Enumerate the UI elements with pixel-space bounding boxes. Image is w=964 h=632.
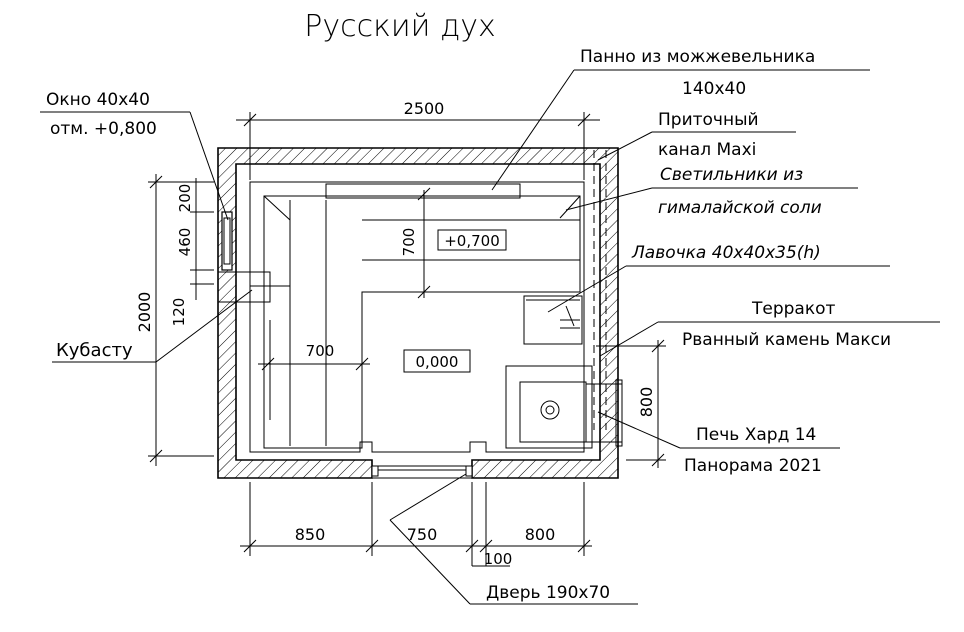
stove (505, 365, 623, 449)
kubastu-block (217, 271, 290, 303)
svg-text:120: 120 (170, 298, 188, 327)
callout-window: Окно 40х40 отм. +0,800 (40, 90, 229, 221)
svg-text:2500: 2500 (404, 99, 445, 118)
svg-text:Окно 40х40: Окно 40х40 (46, 90, 150, 110)
svg-text:+0,700: +0,700 (444, 232, 500, 250)
callout-bench: Лавочка 40х40х35(h) (547, 243, 890, 313)
svg-text:Приточный: Приточный (658, 110, 759, 130)
svg-text:Терракот: Терракот (751, 299, 836, 319)
dim-bench-700-horizontal: 700 (258, 342, 370, 371)
svg-text:Рванный камень Макси: Рванный камень Макси (682, 330, 891, 350)
svg-text:Лавочка 40х40х35(h): Лавочка 40х40х35(h) (631, 243, 821, 263)
dim-bench-700-vertical: 700 (400, 187, 431, 299)
svg-text:700: 700 (306, 342, 335, 360)
svg-text:2000: 2000 (135, 292, 154, 333)
svg-text:Панно из можжевельника: Панно из можжевельника (580, 47, 815, 67)
callout-stove: Печь Хард 14 Панорама 2021 (597, 411, 840, 476)
dim-bottom: 850 750 800 100 (240, 482, 592, 568)
svg-text:канал Maxi: канал Maxi (658, 140, 756, 160)
dim-2000: 2000 (135, 174, 214, 466)
dim-stove-800: 800 (596, 339, 666, 468)
callout-vent: Приточный канал Maxi (597, 110, 796, 161)
svg-text:Светильники из: Светильники из (660, 165, 803, 185)
svg-text:Дверь 190х70: Дверь 190х70 (486, 583, 610, 603)
svg-text:0,000: 0,000 (416, 353, 459, 371)
juniper-panel (325, 183, 521, 199)
callout-lights: Светильники из гималайской соли (565, 165, 858, 218)
door-opening (371, 465, 473, 479)
dim-window: 200 460 120 (170, 178, 214, 326)
vent-channel (593, 150, 607, 430)
callout-panel: Панно из можжевельника 140х40 (491, 47, 870, 191)
svg-text:отм. +0,800: отм. +0,800 (50, 119, 157, 139)
callout-terracot: Терракот Рванный камень Макси (599, 299, 940, 357)
plan-title: Русский дух (304, 9, 496, 44)
inner-lining (249, 181, 585, 453)
svg-text:Панорама 2021: Панорама 2021 (684, 456, 822, 476)
svg-text:Кубасту: Кубасту (56, 340, 133, 361)
svg-text:200: 200 (176, 184, 194, 213)
svg-text:140х40: 140х40 (682, 79, 746, 99)
svg-text:гималайской соли: гималайской соли (658, 198, 822, 218)
svg-text:100: 100 (484, 550, 513, 568)
svg-text:750: 750 (407, 525, 438, 544)
window (221, 211, 233, 271)
svg-text:800: 800 (637, 387, 656, 418)
upper-bench-level: +0,700 (437, 229, 507, 251)
svg-text:850: 850 (295, 525, 326, 544)
svg-text:800: 800 (525, 525, 556, 544)
callout-door: Дверь 190х70 (389, 473, 638, 605)
floor-level: 0,000 (403, 349, 471, 373)
upper-bench (263, 195, 581, 449)
small-bench (523, 295, 583, 345)
callout-kubastu: Кубасту (52, 289, 253, 363)
svg-text:460: 460 (176, 228, 194, 257)
svg-text:Печь Хард 14: Печь Хард 14 (696, 425, 816, 445)
svg-text:700: 700 (400, 228, 418, 257)
